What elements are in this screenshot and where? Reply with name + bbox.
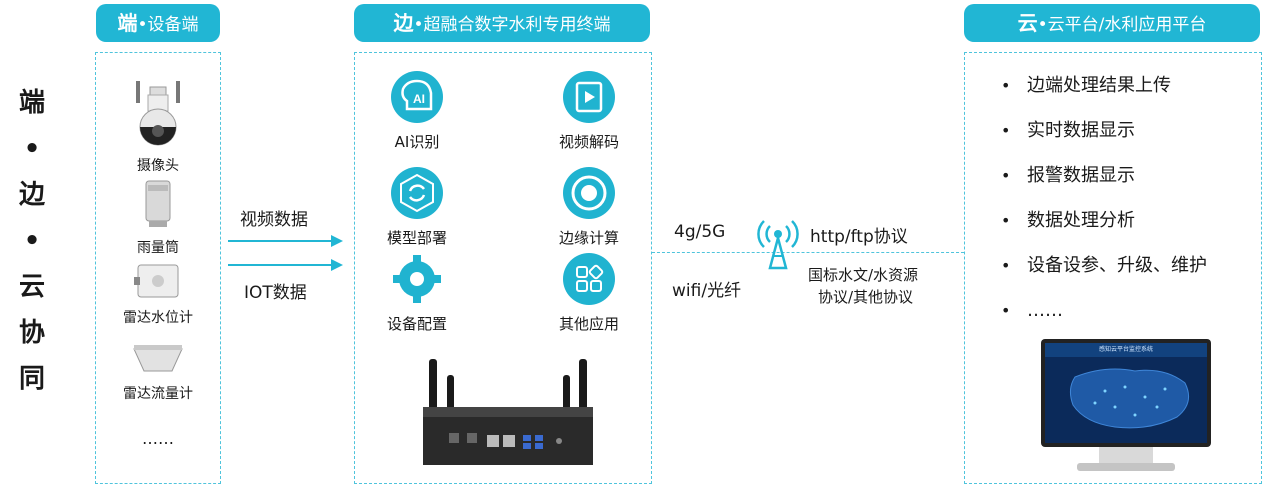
monitor-screen: 感知云平台监控系统 — [1045, 343, 1207, 443]
device-tab-bold: 端 — [117, 11, 138, 35]
edge-item-video: 视频解码 — [527, 71, 651, 152]
cloud-feature-item: …… — [1001, 288, 1207, 333]
edge-item-label: 模型部署 — [386, 229, 447, 247]
camera-icon — [136, 81, 180, 146]
edge-tab-text: •超融合数字水利专用终端 — [413, 15, 611, 35]
arrow-iot-head — [331, 259, 343, 271]
gear-icon — [391, 253, 443, 305]
device-label: 雷达水位计 — [123, 310, 193, 326]
net-protocol-label-2: 协议/其他协议 — [818, 288, 914, 306]
device-label: 雨量筒 — [137, 240, 179, 256]
device-radar-level: 雷达水位计 — [96, 263, 220, 327]
radar-flow-icon — [133, 345, 183, 372]
device-label: 雷达流量计 — [123, 386, 193, 402]
lifebuoy-icon — [563, 167, 615, 219]
cloud-feature-list: 边端处理结果上传 实时数据显示 报警数据显示 数据处理分析 设备设参、升级、维护… — [1001, 63, 1207, 333]
arrow-iot-line — [228, 264, 332, 266]
edge-item-model: 模型部署 — [355, 167, 479, 248]
screen-title: 感知云平台监控系统 — [1045, 343, 1207, 357]
device-more-label: …… — [142, 429, 174, 448]
side-title-char: 云 — [18, 272, 45, 302]
edge-device-image — [423, 359, 593, 465]
edge-tab-bold: 边 — [393, 11, 414, 35]
screen-map-image — [1069, 368, 1190, 429]
device-label: 摄像头 — [137, 158, 179, 174]
arrow-video-head — [331, 235, 343, 247]
edge-item-label: 视频解码 — [558, 133, 619, 151]
side-title: 端 • 边 • 云 协 同 — [10, 80, 54, 402]
edge-item-other: 其他应用 — [527, 253, 651, 334]
device-radar-flow: 雷达流量计 — [96, 343, 220, 403]
monitor-base — [1077, 463, 1175, 471]
edge-item-label: 设备配置 — [386, 315, 447, 333]
cloud-feature-item: 设备设参、升级、维护 — [1001, 243, 1207, 288]
svg-text:AI: AI — [413, 92, 425, 106]
cloud-feature-item: 实时数据显示 — [1001, 108, 1207, 153]
edge-item-config: 设备配置 — [355, 253, 479, 334]
radar-level-icon — [134, 264, 179, 298]
net-protocol-label-1: 国标水文/水资源 — [808, 266, 919, 284]
side-title-char: 端 — [18, 88, 45, 118]
video-icon — [563, 71, 615, 123]
arrow-video-line — [228, 240, 332, 242]
device-rain-gauge: 雨量筒 — [96, 179, 220, 257]
device-camera: 摄像头 — [96, 79, 220, 175]
cloud-feature-item: 数据处理分析 — [1001, 198, 1207, 243]
side-title-char: 同 — [18, 364, 45, 394]
link-iot-label: IOT数据 — [244, 283, 307, 303]
edge-item-label: 边缘计算 — [558, 229, 619, 247]
edge-panel-tab: 边•超融合数字水利专用终端 — [354, 4, 650, 42]
side-title-char: 边 — [18, 180, 45, 210]
device-panel: 摄像头 雨量筒 雷达水位计 雷达流量计 …… — [95, 52, 221, 484]
cloud-panel-tab: 云•云平台/水利应用平台 — [964, 4, 1260, 42]
antenna-icon — [757, 220, 799, 270]
monitor: 感知云平台监控系统 — [1041, 339, 1211, 447]
side-title-char: • — [23, 226, 41, 256]
cloud-tab-text: •云平台/水利应用平台 — [1037, 15, 1207, 35]
side-title-char: 协 — [18, 318, 45, 348]
device-panel-tab: 端•设备端 — [96, 4, 220, 42]
ai-icon: AI — [391, 71, 443, 123]
apps-icon — [563, 253, 615, 305]
monitor-stand — [1099, 447, 1153, 465]
cloud-feature-item: 边端处理结果上传 — [1001, 63, 1207, 108]
net-wifi-label: wifi/光纤 — [672, 281, 742, 301]
network-divider — [652, 252, 964, 253]
device-more: …… — [96, 429, 220, 448]
cloud-feature-item: 报警数据显示 — [1001, 153, 1207, 198]
cloud-panel: 边端处理结果上传 实时数据显示 报警数据显示 数据处理分析 设备设参、升级、维护… — [964, 52, 1262, 484]
side-title-char: • — [23, 134, 41, 164]
edge-item-ai: AI AI识别 — [355, 71, 479, 152]
net-4g-label: 4g/5G — [674, 222, 726, 242]
net-http-label: http/ftp协议 — [810, 227, 908, 247]
link-video-label: 视频数据 — [240, 210, 308, 230]
edge-item-compute: 边缘计算 — [527, 167, 651, 248]
edge-item-label: AI识别 — [394, 133, 440, 151]
edge-item-label: 其他应用 — [558, 315, 619, 333]
edge-panel: AI AI识别 视频解码 模型部署 边 — [354, 52, 652, 484]
rain-gauge-icon — [145, 180, 171, 227]
refresh-icon — [391, 167, 443, 219]
cloud-tab-bold: 云 — [1017, 11, 1038, 35]
device-tab-text: •设备端 — [137, 15, 199, 35]
